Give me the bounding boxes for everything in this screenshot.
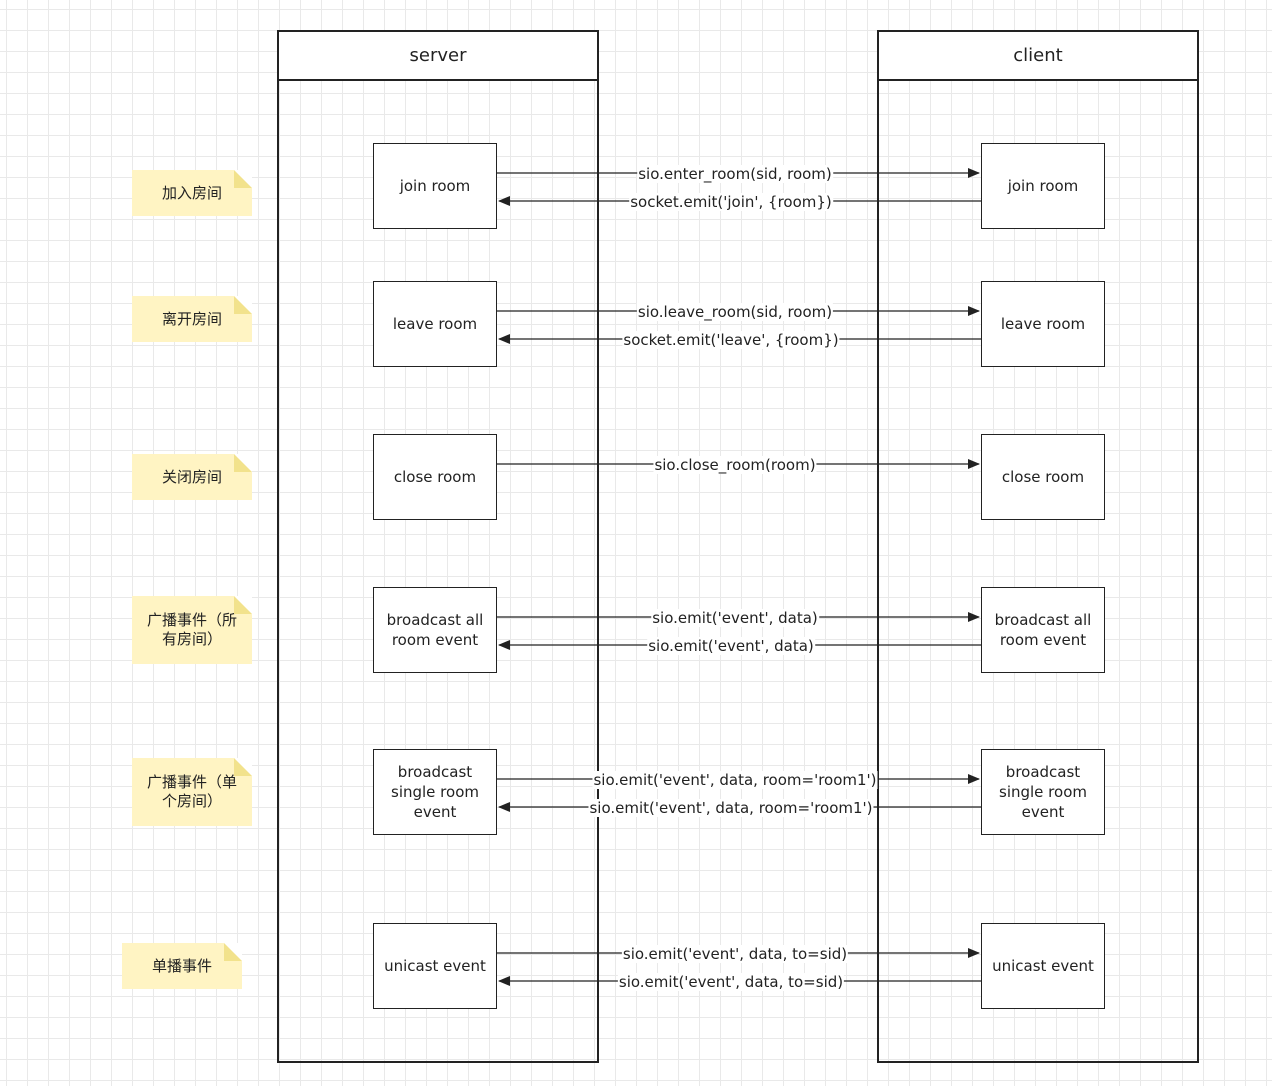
client-lane[interactable]: client bbox=[877, 30, 1199, 1063]
note-leave-room[interactable]: 离开房间 bbox=[132, 296, 252, 342]
client-join-room-box[interactable]: join room bbox=[981, 143, 1105, 229]
note-join-room[interactable]: 加入房间 bbox=[132, 170, 252, 216]
message-label: sio.emit('event', data, room='room1') bbox=[588, 799, 874, 817]
note-fold-icon bbox=[224, 943, 242, 961]
note-fold-icon bbox=[234, 596, 252, 614]
message-label: sio.leave_room(sid, room) bbox=[636, 303, 834, 321]
message-label: sio.close_room(room) bbox=[653, 456, 817, 474]
server-unicast-box[interactable]: unicast event bbox=[373, 923, 497, 1009]
message-label: sio.emit('event', data) bbox=[651, 609, 819, 627]
client-lane-title: client bbox=[879, 32, 1197, 81]
server-lane-title: server bbox=[279, 32, 597, 81]
message-label: sio.emit('event', data) bbox=[647, 637, 815, 655]
note-text: 加入房间 bbox=[161, 183, 222, 202]
note-text: 离开房间 bbox=[161, 309, 222, 328]
note-fold-icon bbox=[234, 296, 252, 314]
server-lane[interactable]: server bbox=[277, 30, 599, 1063]
message-label: sio.emit('event', data, to=sid) bbox=[621, 945, 849, 963]
note-text: 广播事件（单个房间） bbox=[146, 773, 237, 810]
client-unicast-box[interactable]: unicast event bbox=[981, 923, 1105, 1009]
note-fold-icon bbox=[234, 170, 252, 188]
server-broadcast-all-box[interactable]: broadcast all room event bbox=[373, 587, 497, 673]
note-text: 单播事件 bbox=[151, 956, 212, 975]
server-broadcast-single-box[interactable]: broadcast single room event bbox=[373, 749, 497, 835]
note-broadcast-single[interactable]: 广播事件（单个房间） bbox=[132, 758, 252, 826]
client-close-room-box[interactable]: close room bbox=[981, 434, 1105, 520]
server-leave-room-box[interactable]: leave room bbox=[373, 281, 497, 367]
note-text: 广播事件（所有房间） bbox=[146, 611, 237, 648]
message-label: socket.emit('leave', {room}) bbox=[622, 331, 840, 349]
server-close-room-box[interactable]: close room bbox=[373, 434, 497, 520]
note-fold-icon bbox=[234, 454, 252, 472]
note-unicast[interactable]: 单播事件 bbox=[122, 943, 242, 989]
client-broadcast-single-box[interactable]: broadcast single room event bbox=[981, 749, 1105, 835]
message-label: socket.emit('join', {room}) bbox=[629, 193, 833, 211]
note-text: 关闭房间 bbox=[161, 467, 222, 486]
client-leave-room-box[interactable]: leave room bbox=[981, 281, 1105, 367]
message-label: sio.emit('event', data, to=sid) bbox=[617, 973, 845, 991]
server-join-room-box[interactable]: join room bbox=[373, 143, 497, 229]
note-fold-icon bbox=[234, 758, 252, 776]
client-broadcast-all-box[interactable]: broadcast all room event bbox=[981, 587, 1105, 673]
note-broadcast-all[interactable]: 广播事件（所有房间） bbox=[132, 596, 252, 664]
message-label: sio.enter_room(sid, room) bbox=[637, 165, 833, 183]
note-close-room[interactable]: 关闭房间 bbox=[132, 454, 252, 500]
message-label: sio.emit('event', data, room='room1') bbox=[592, 771, 878, 789]
